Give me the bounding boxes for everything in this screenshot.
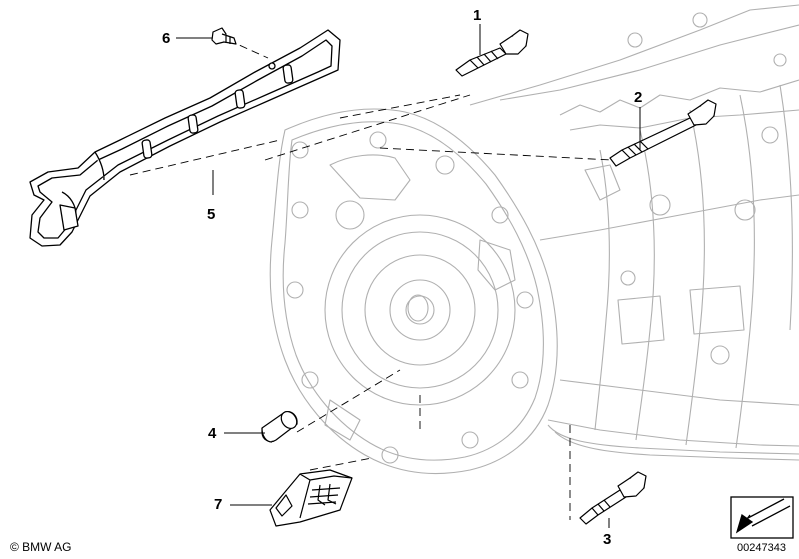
screw-part-6 (211, 27, 237, 45)
document-number: 00247343 (737, 542, 786, 554)
cable-holder-part-7 (269, 469, 353, 527)
sleeve-part-4 (261, 411, 298, 443)
callout-6: 6 (162, 30, 171, 47)
heat-shield-bracket (29, 29, 341, 247)
transmission-housing (269, 4, 799, 475)
copyright-text: © BMW AG (10, 540, 72, 554)
bolt-part-1 (455, 29, 529, 77)
callout-leaders (176, 24, 641, 528)
callout-4: 4 (208, 425, 217, 442)
bolt-part-3 (579, 471, 647, 525)
bolt-part-2 (609, 99, 717, 167)
arrow-navigation-icon (730, 496, 794, 539)
callout-3: 3 (603, 531, 612, 548)
callout-1: 1 (473, 7, 482, 24)
callout-7: 7 (214, 496, 223, 513)
callout-5: 5 (207, 206, 216, 223)
callout-2: 2 (634, 89, 643, 106)
